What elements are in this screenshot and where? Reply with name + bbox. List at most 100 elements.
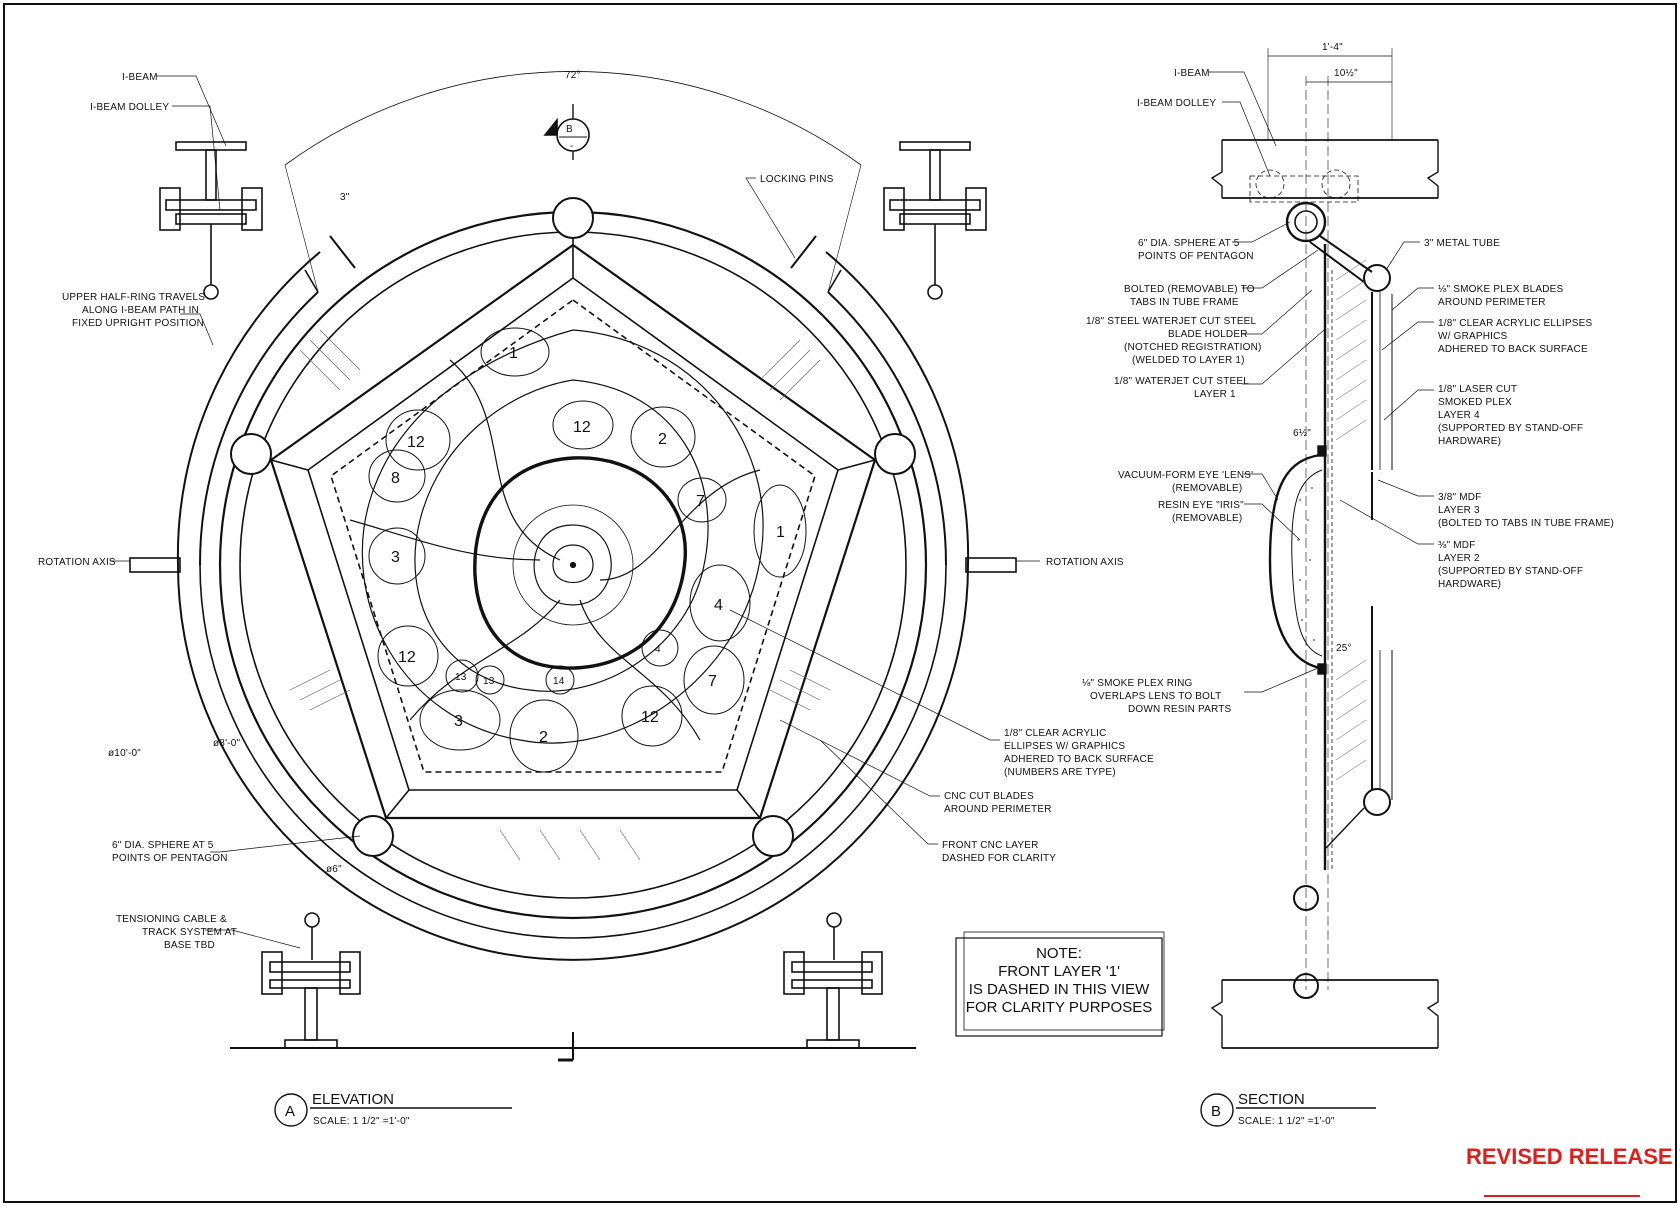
- dim-inner: 10½": [1334, 68, 1358, 79]
- callout-tension: BASE TBD: [164, 940, 215, 951]
- sheet-border: [3, 3, 1677, 1203]
- dim-overall: 1'-4": [1322, 42, 1343, 53]
- pupil-center: [569, 561, 577, 569]
- callout-tension: TRACK SYSTEM AT: [142, 927, 237, 938]
- tube-diagonal-1: [1319, 235, 1373, 273]
- dolley-wheel-right: [1321, 169, 1351, 199]
- section-title: SECTION: [1238, 1091, 1305, 1108]
- section-callout-layer1: LAYER 1: [1194, 389, 1236, 400]
- pentagon-frame-outer: [269, 243, 877, 820]
- spiral-ring-1: [361, 329, 764, 744]
- section-callout-lens: VACUUM-FORM EYE 'LENS': [1118, 470, 1253, 481]
- ibeam-top-right: [883, 141, 987, 300]
- section-callout-tube: 3" METAL TUBE: [1424, 238, 1500, 249]
- spiral-arm-3: [579, 599, 701, 741]
- section-callout-bolted: BOLTED (REMOVABLE) TO: [1124, 284, 1255, 295]
- ring-end-left: [304, 269, 319, 293]
- section-sphere-bottom: [1293, 973, 1319, 999]
- sphere-right: [874, 433, 916, 475]
- section-hatch: [1335, 259, 1367, 781]
- section-callout-sphere: 6" DIA. SPHERE AT 5: [1138, 238, 1240, 249]
- section-scale: SCALE: 1 1/2" =1'-0": [1238, 1116, 1335, 1127]
- section-cut-sheet: -: [570, 141, 574, 152]
- lens-bolt-bottom: [1317, 663, 1327, 675]
- ellipse-number: 7: [696, 493, 705, 510]
- elevation-scale: SCALE: 1 1/2" =1'-0": [313, 1116, 410, 1127]
- section-title-block: B SECTION SCALE: 1 1/2" =1'-0": [1200, 1091, 1376, 1127]
- section-callout-layer2: HARDWARE): [1438, 579, 1501, 590]
- upper-half-ring-left: [198, 291, 319, 566]
- section-callout-ring: DOWN RESIN PARTS: [1128, 704, 1232, 715]
- strut-bottom-left: [385, 789, 410, 819]
- section-callout-layer3: 3/8" MDF: [1438, 492, 1482, 503]
- section-callout-layer1: 1/8" WATERJET CUT STEEL: [1114, 376, 1249, 387]
- callout-front-cnc: DASHED FOR CLARITY: [942, 853, 1056, 864]
- section-callout-clear-acrylic: W/ GRAPHICS: [1438, 331, 1508, 342]
- note-box-shadow: [963, 931, 1165, 1031]
- lower-ring-outer: [177, 564, 969, 961]
- callout-tension: TENSIONING CABLE &: [116, 914, 227, 925]
- elevation-marker: A: [285, 1103, 295, 1120]
- spiral-arm-1: [449, 359, 561, 561]
- tube-corner-top: [1363, 264, 1391, 292]
- callout-upper-ring: ALONG I-BEAM PATH IN: [82, 305, 199, 316]
- ellipse-number: 12: [573, 419, 591, 436]
- section-leaders: [1208, 71, 1434, 693]
- callout-acrylic: ELLIPSES W/ GRAPHICS: [1004, 741, 1125, 752]
- section-sphere-mid: [1293, 885, 1319, 911]
- section-marker-bubble: [1200, 1093, 1234, 1127]
- ellipse-number: 8: [391, 470, 400, 487]
- spiral-ring-2: [414, 379, 709, 692]
- section-callout-dolley: I-BEAM DOLLEY: [1137, 98, 1216, 109]
- dim-gap: 3": [340, 192, 350, 203]
- section-sphere-top: [1285, 201, 1327, 243]
- ibeam-bottom-right: [783, 912, 883, 1049]
- note-line: NOTE:: [1036, 945, 1082, 962]
- locking-pin-right: [790, 235, 817, 269]
- ellipse-number: 3: [391, 549, 400, 566]
- pentagon-frame-inner: [307, 277, 839, 791]
- elevation-title-block: A ELEVATION SCALE: 1 1/2" =1'-0": [274, 1091, 512, 1127]
- ellipse-number: 14: [553, 676, 565, 687]
- section-callout-blade-holder: (NOTCHED REGISTRATION): [1124, 342, 1262, 353]
- section-callout-smoke-blades: ⅛" SMOKE PLEX BLADES: [1438, 284, 1564, 295]
- upper-half-ring-right-outer: [825, 251, 970, 566]
- ibeam-top-left: [159, 141, 263, 300]
- callout-upper-ring: UPPER HALF-RING TRAVELS: [62, 292, 205, 303]
- tube-diagonal-2: [1309, 241, 1365, 283]
- strut-right: [837, 459, 876, 471]
- ellipse-number: 1: [776, 524, 785, 541]
- ellipse-number: 1: [509, 345, 518, 362]
- section-callout-clear-acrylic: 1/8" CLEAR ACRYLIC ELLIPSES: [1438, 318, 1593, 329]
- elevation-title: ELEVATION: [312, 1091, 394, 1108]
- ellipse-number: 2: [658, 431, 667, 448]
- iris-outline: [473, 456, 687, 670]
- section-callout-layer3: (BOLTED TO TABS IN TUBE FRAME): [1438, 518, 1614, 529]
- ellipse-number: 3: [454, 713, 463, 730]
- callout-acrylic: 1/8" CLEAR ACRYLIC: [1004, 728, 1107, 739]
- axis-pin-left: [129, 557, 181, 573]
- spiral-arm-4: [409, 599, 561, 721]
- sphere-top: [552, 197, 594, 239]
- dim-arc: 72°: [565, 70, 581, 81]
- callout-cnc-blades: CNC CUT BLADES: [944, 791, 1034, 802]
- sphere-bottom-right: [752, 815, 794, 857]
- dim-sphere-dia: ø6": [326, 864, 342, 875]
- spiral-arm-5: [349, 519, 541, 561]
- blade-hatch: [289, 329, 831, 861]
- ellipse-number: 7: [708, 673, 717, 690]
- iris-ring-1: [512, 504, 634, 626]
- ellipse-numbers: 1 12 12 2 7 8 3 1 4 12 13 13 14 2 12 7 3…: [391, 345, 785, 746]
- locking-pin-left: [329, 235, 356, 269]
- sphere-bottom-left: [352, 815, 394, 857]
- callout-rotation-left: ROTATION AXIS: [38, 557, 116, 568]
- section-callout-blade-holder: 1/8" STEEL WATERJET CUT STEEL: [1086, 316, 1257, 327]
- callout-cnc-blades: AROUND PERIMETER: [944, 804, 1052, 815]
- section-callout-iris: RESIN EYE "IRIS": [1158, 500, 1244, 511]
- section-tube-top: [1294, 210, 1318, 234]
- eye-iris: [1291, 469, 1323, 657]
- tube-diagonal-3: [1325, 807, 1365, 849]
- dim-inner-dia: ø8'-0": [213, 738, 240, 749]
- note-box: NOTE: FRONT LAYER '1' IS DASHED IN THIS …: [955, 931, 1165, 1037]
- dolley-wheel-left: [1255, 169, 1285, 199]
